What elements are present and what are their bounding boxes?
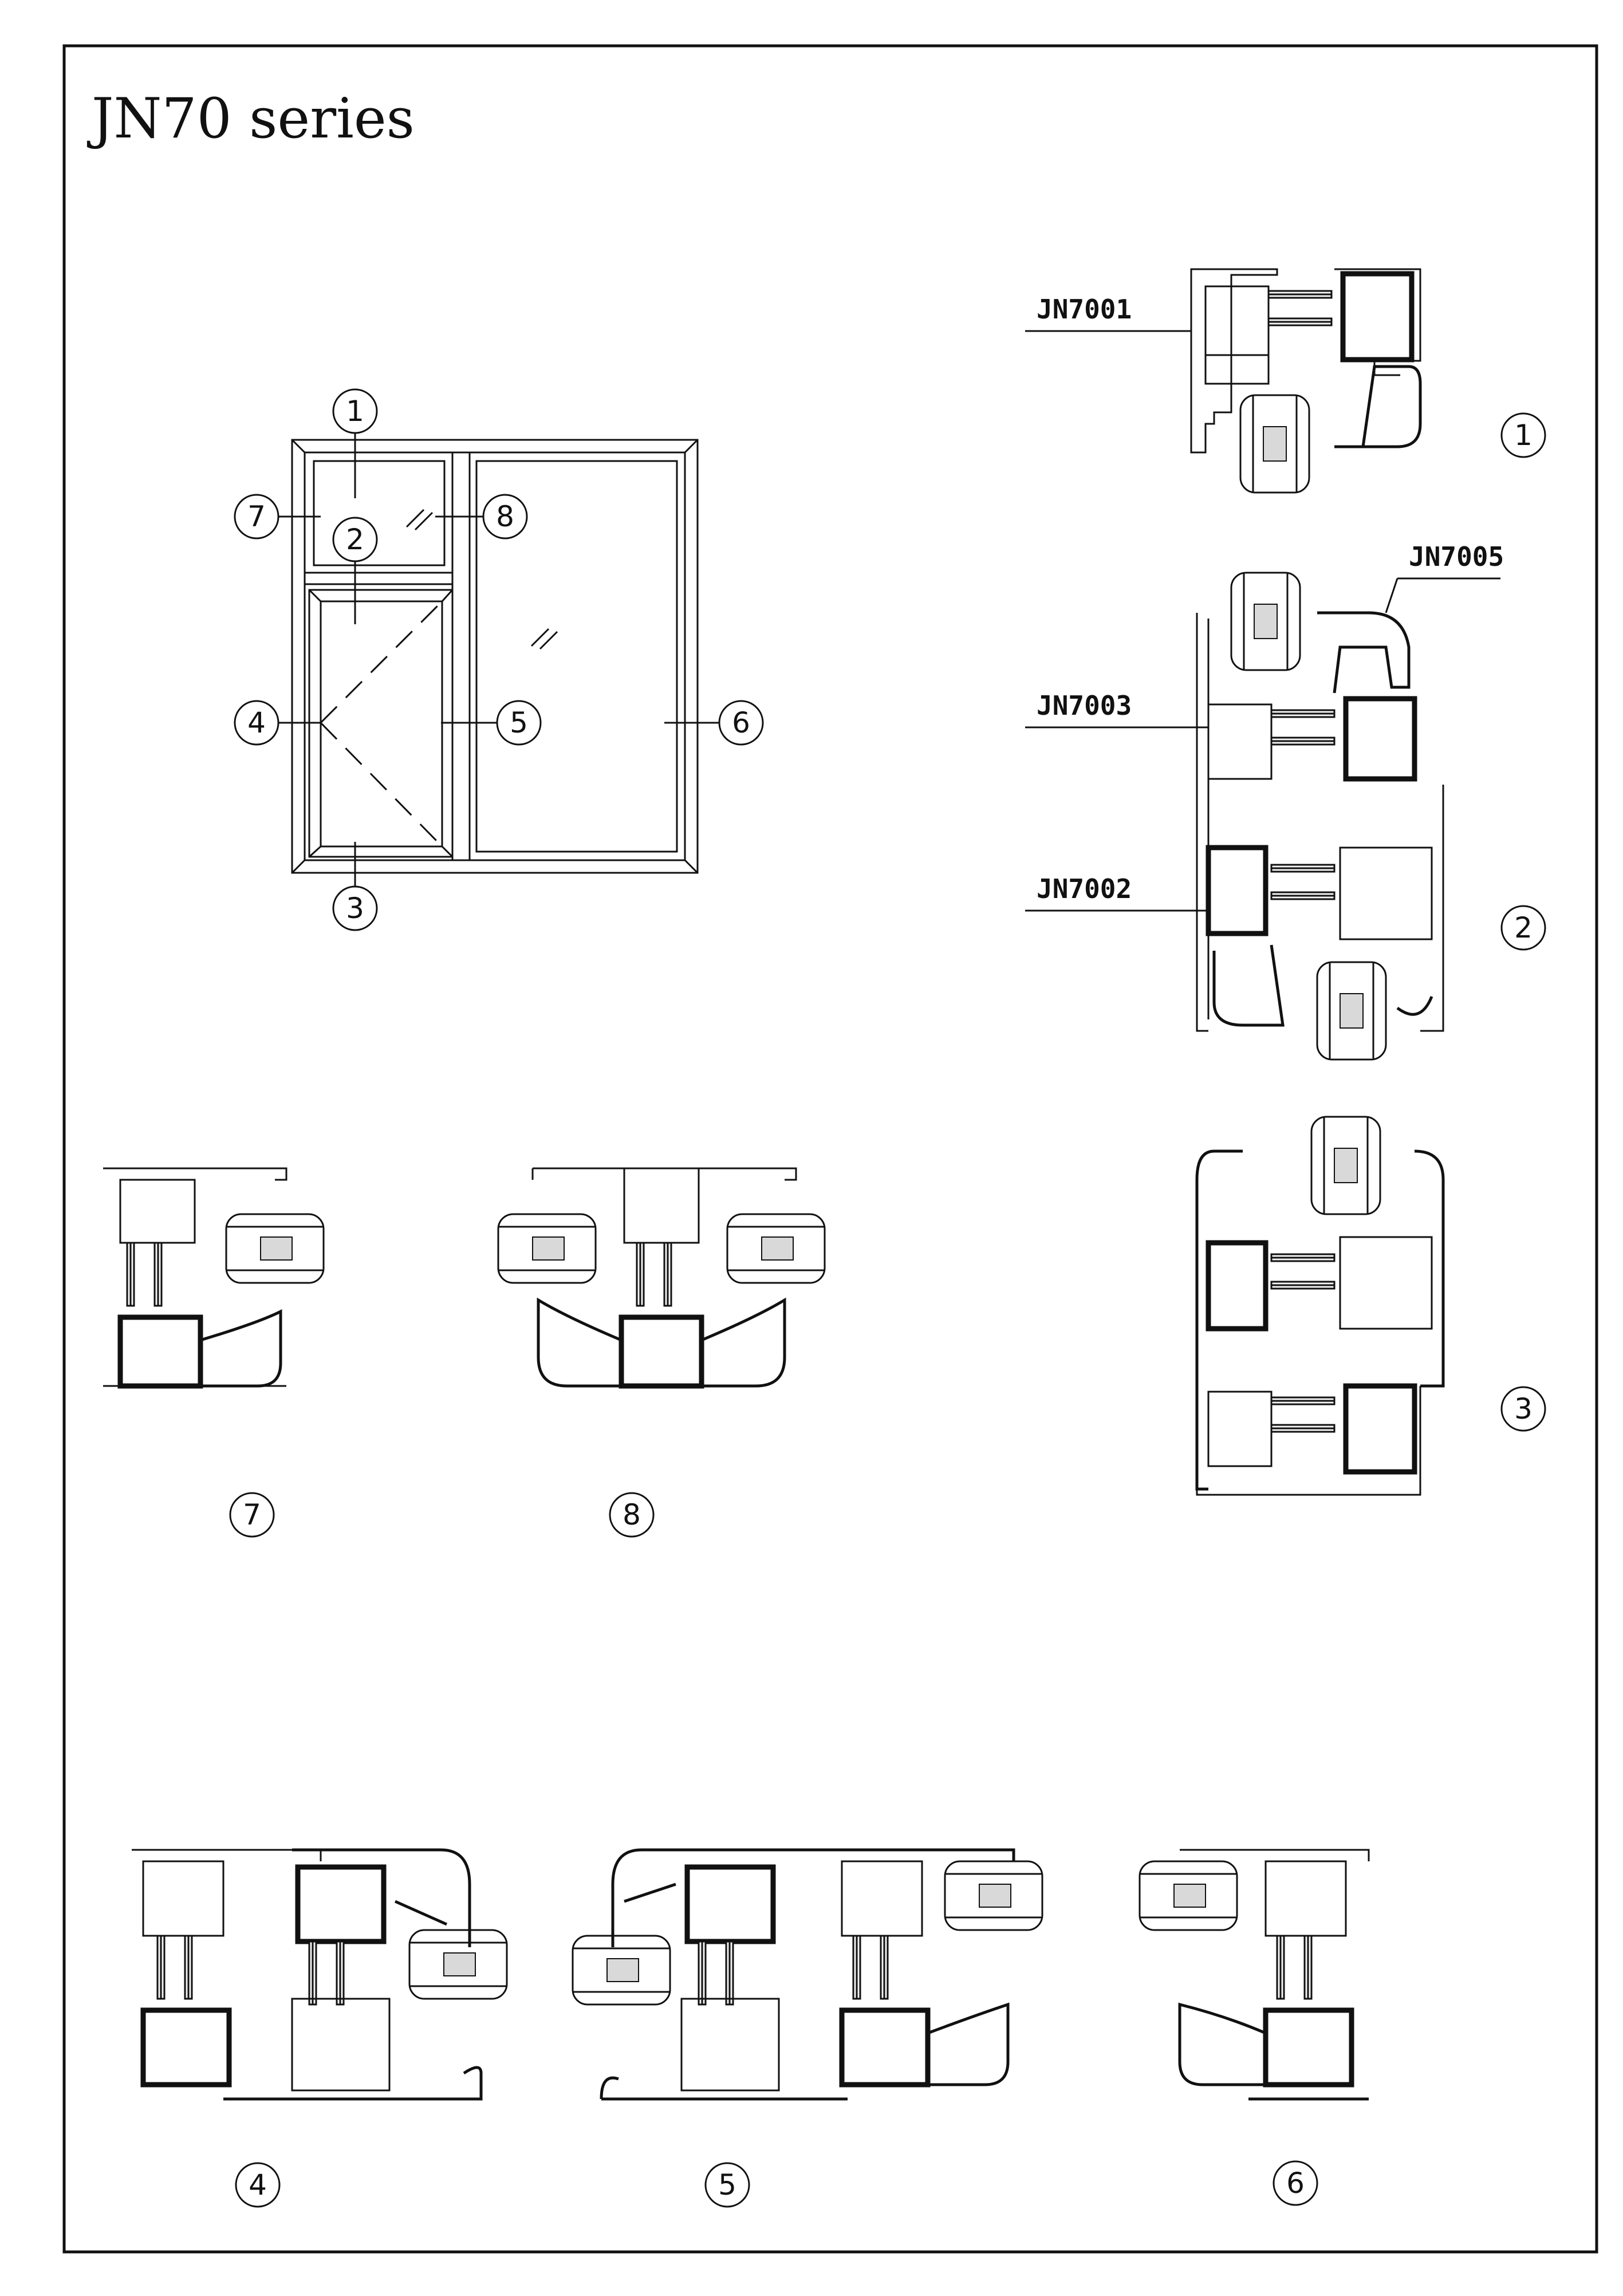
callout-3: 3 [346, 892, 364, 925]
section-label-5: 5 [718, 2168, 736, 2202]
callout-2: 2 [346, 523, 364, 556]
callout-4: 4 [247, 706, 266, 739]
code-jn7003: JN7003 [1037, 690, 1132, 721]
section-3: 3 [1195, 1116, 1546, 1496]
code-jn7002: JN7002 [1037, 873, 1132, 904]
section-4: 4 [132, 1848, 508, 2208]
elevation-callouts: 1 2 3 4 5 6 7 8 [234, 388, 764, 931]
code-jn7001: JN7001 [1037, 294, 1132, 325]
section-7: 7 [103, 1167, 325, 1538]
section-label-4: 4 [249, 2168, 267, 2202]
section-8: 8 [497, 1167, 826, 1538]
section-label-7: 7 [243, 1498, 261, 1531]
sheet-border [62, 44, 1598, 2254]
page-title: JN70 series [86, 86, 415, 151]
section-label-1: 1 [1514, 419, 1533, 452]
callout-7: 7 [247, 500, 266, 533]
section-2: JN7005 JN7003 JN7002 2 [1025, 541, 1546, 1061]
callout-8: 8 [496, 500, 514, 533]
section-5: 5 [572, 1848, 1043, 2208]
callout-5: 5 [510, 706, 528, 739]
callout-1: 1 [346, 395, 364, 428]
callout-6: 6 [732, 706, 750, 739]
section-label-3: 3 [1514, 1392, 1533, 1425]
section-label-2: 2 [1514, 911, 1533, 944]
section-label-8: 8 [623, 1498, 641, 1531]
code-jn7005: JN7005 [1409, 541, 1504, 572]
section-6: 6 [1139, 1849, 1370, 2206]
section-1: JN7001 1 [1025, 268, 1546, 494]
section-label-6: 6 [1286, 2167, 1305, 2200]
